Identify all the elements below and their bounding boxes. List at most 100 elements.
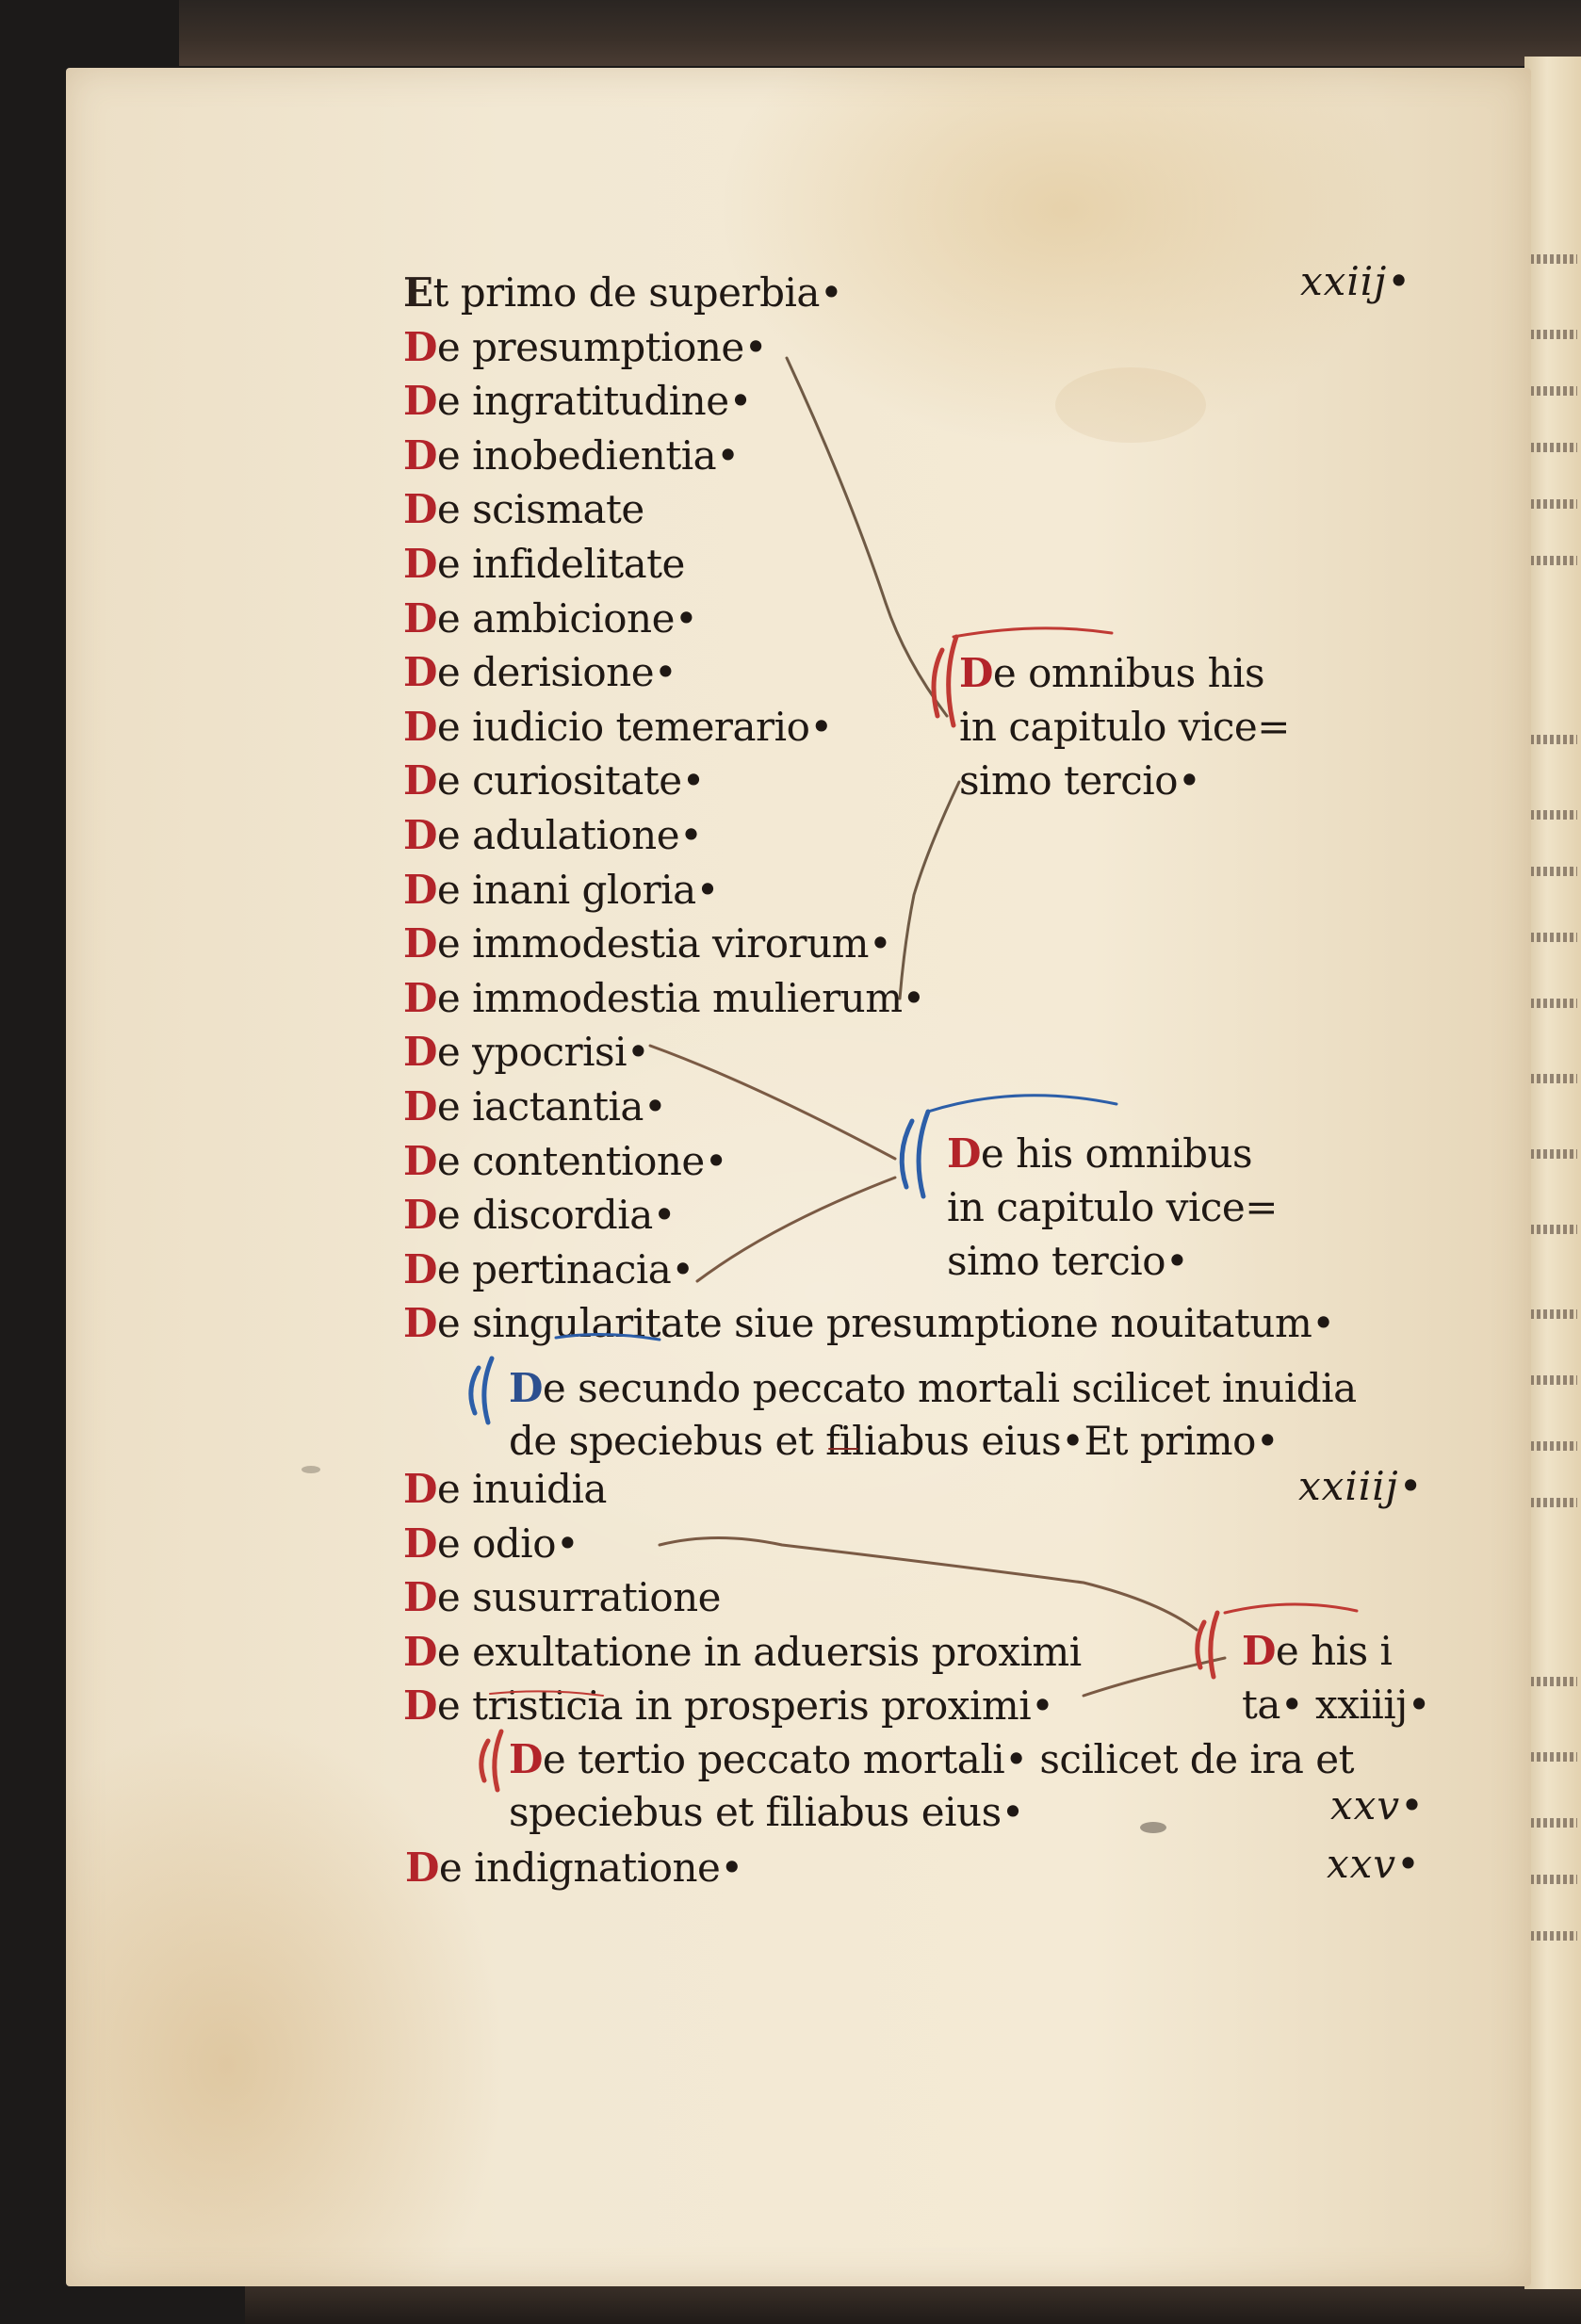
foxing-spot [1140,1822,1166,1833]
section-three-heading: De tertio peccato mortali• scilicet de i… [509,1733,1355,1839]
connector-line [658,1536,1198,1632]
foxing-spot [302,1466,320,1473]
entry-text: e adulatione• [436,812,703,858]
entry-line: De tristicia in prosperis proximi• [403,1686,1054,1726]
entry-text: e singularitate siue presumptione nouita… [436,1300,1335,1347]
entry-text: e immodestia virorum• [436,920,892,967]
rubric-initial: D [403,703,437,750]
note-line: simo tercio• [947,1238,1189,1284]
rubric-initial: D [403,1137,437,1184]
entry-line: De ambicione• [403,598,698,639]
bracket-stroke [1223,1602,1359,1615]
rubric-initial: D [403,594,437,642]
rubric-initial: D [403,1466,437,1512]
book-page [66,68,1531,2286]
connector-line [695,1176,897,1283]
entry-text: e presumptione• [436,323,768,370]
section-two-heading: De secundo peccato mortali scilicet inui… [509,1362,1357,1468]
bracket-note-3: De his i ta• xxiiij• [1242,1624,1431,1731]
entry-line: De immodestia mulierum• [403,978,925,1018]
connector-line [898,780,961,1000]
entry-text: e susurratione [436,1574,722,1620]
entry-text: e tristicia in prosperis proximi• [436,1682,1054,1729]
bracket-mark [1195,1619,1207,1670]
rubric-initial: D [403,649,437,696]
folio-number: xxiij• [1300,258,1412,304]
note-line: e omnibus his [992,650,1265,696]
rubric-initial: D [509,1365,543,1411]
entry-text: e ypocrisi• [436,1029,650,1076]
rubric-initial: D [403,1628,437,1675]
entry-text: e inuidia [436,1466,608,1512]
entry-text: t primo de superbia• [432,269,843,316]
bracket-stroke [554,1332,661,1341]
underline-mark [489,1690,604,1697]
entry-line: De susurratione [403,1578,722,1617]
rubric-initial: D [403,1300,437,1347]
bracket-note-1: De omnibus his in capitulo vice= simo te… [959,646,1290,807]
note-line: ta• xxiiij• [1242,1682,1431,1728]
entry-line: De discordia• [403,1195,676,1235]
rubric-initial: D [403,920,437,967]
rubric-initial: D [403,1520,437,1567]
entry-text: e odio• [436,1520,579,1567]
connector-line [1082,1656,1227,1698]
bracket-mark [931,647,945,719]
entry-line: De contentione• [403,1141,728,1181]
folio-number: xxv• [1330,1782,1425,1828]
entry-line: De singularitate siue presumptione nouit… [403,1304,1335,1343]
bracket-mark [899,1118,915,1190]
entry-line: De indignatione• [405,1848,743,1888]
heading-line: speciebus et filiabus eius• [509,1789,1024,1835]
binding-top [179,0,1581,66]
entry-line: De ingratitudine• [403,382,752,421]
rubric-initial: D [403,1192,437,1239]
rubric-initial: D [403,541,437,587]
entry-text: e infidelitate [436,541,685,587]
entry-text: e indignatione• [438,1845,743,1891]
bracket-mark [1208,1610,1220,1680]
entry-text: e pertinacia• [436,1245,694,1292]
entry-text: e iudicio temerario• [436,703,833,750]
rubric-initial: D [403,431,437,479]
heading-line: e tertio peccato mortali• scilicet de ir… [542,1736,1355,1782]
rubric-initial: D [403,1029,437,1076]
entry-line: De inani gloria• [403,866,720,913]
bracket-mark [481,1356,495,1425]
rubric-initial: E [403,269,433,316]
entry-line: De exultatione in aduersis proximi [403,1632,1082,1672]
entry-line: De pertinacia• [403,1249,694,1290]
entry-text: e ambicione• [436,594,698,642]
connector-line [785,356,949,718]
rubric-initial: D [959,650,993,696]
entry-line: De inuidia [403,1470,607,1509]
entry-text: e inobedientia• [436,431,740,479]
note-line: simo tercio• [959,757,1201,804]
entry-text: e scismate [436,486,644,533]
bracket-note-2: De his omnibus in capitulo vice= simo te… [947,1127,1278,1288]
note-line: in capitulo vice= [947,1184,1278,1230]
rubric-initial: D [509,1736,543,1782]
rubric-initial: D [405,1845,439,1891]
connector-line [648,1044,897,1161]
entry-line: De iudicio temerario• [403,707,833,747]
entry-line: Et primo de superbia• [403,273,843,313]
facing-page-edge [1524,57,1581,2289]
entry-text: e contentione• [436,1137,728,1184]
bracket-mark [916,1109,931,1199]
entry-text: e iactantia• [436,1083,667,1129]
entry-line: De ypocrisi• [403,1029,650,1076]
rubric-initial: D [403,812,437,858]
bracket-stroke [926,1094,1118,1113]
entry-text: e discordia• [436,1192,676,1239]
entry-line: De inobedientia• [403,435,740,476]
rubric-initial: D [403,1245,437,1292]
entry-line: De odio• [403,1523,579,1564]
entry-line: De derisione• [403,653,677,692]
bracket-mark [946,634,959,728]
entry-line: De immodestia virorum• [403,924,892,964]
rubric-initial: D [403,323,437,370]
entry-text: e inani gloria• [436,866,720,913]
rubric-initial: D [403,378,437,425]
binding-bottom [245,2280,1581,2324]
